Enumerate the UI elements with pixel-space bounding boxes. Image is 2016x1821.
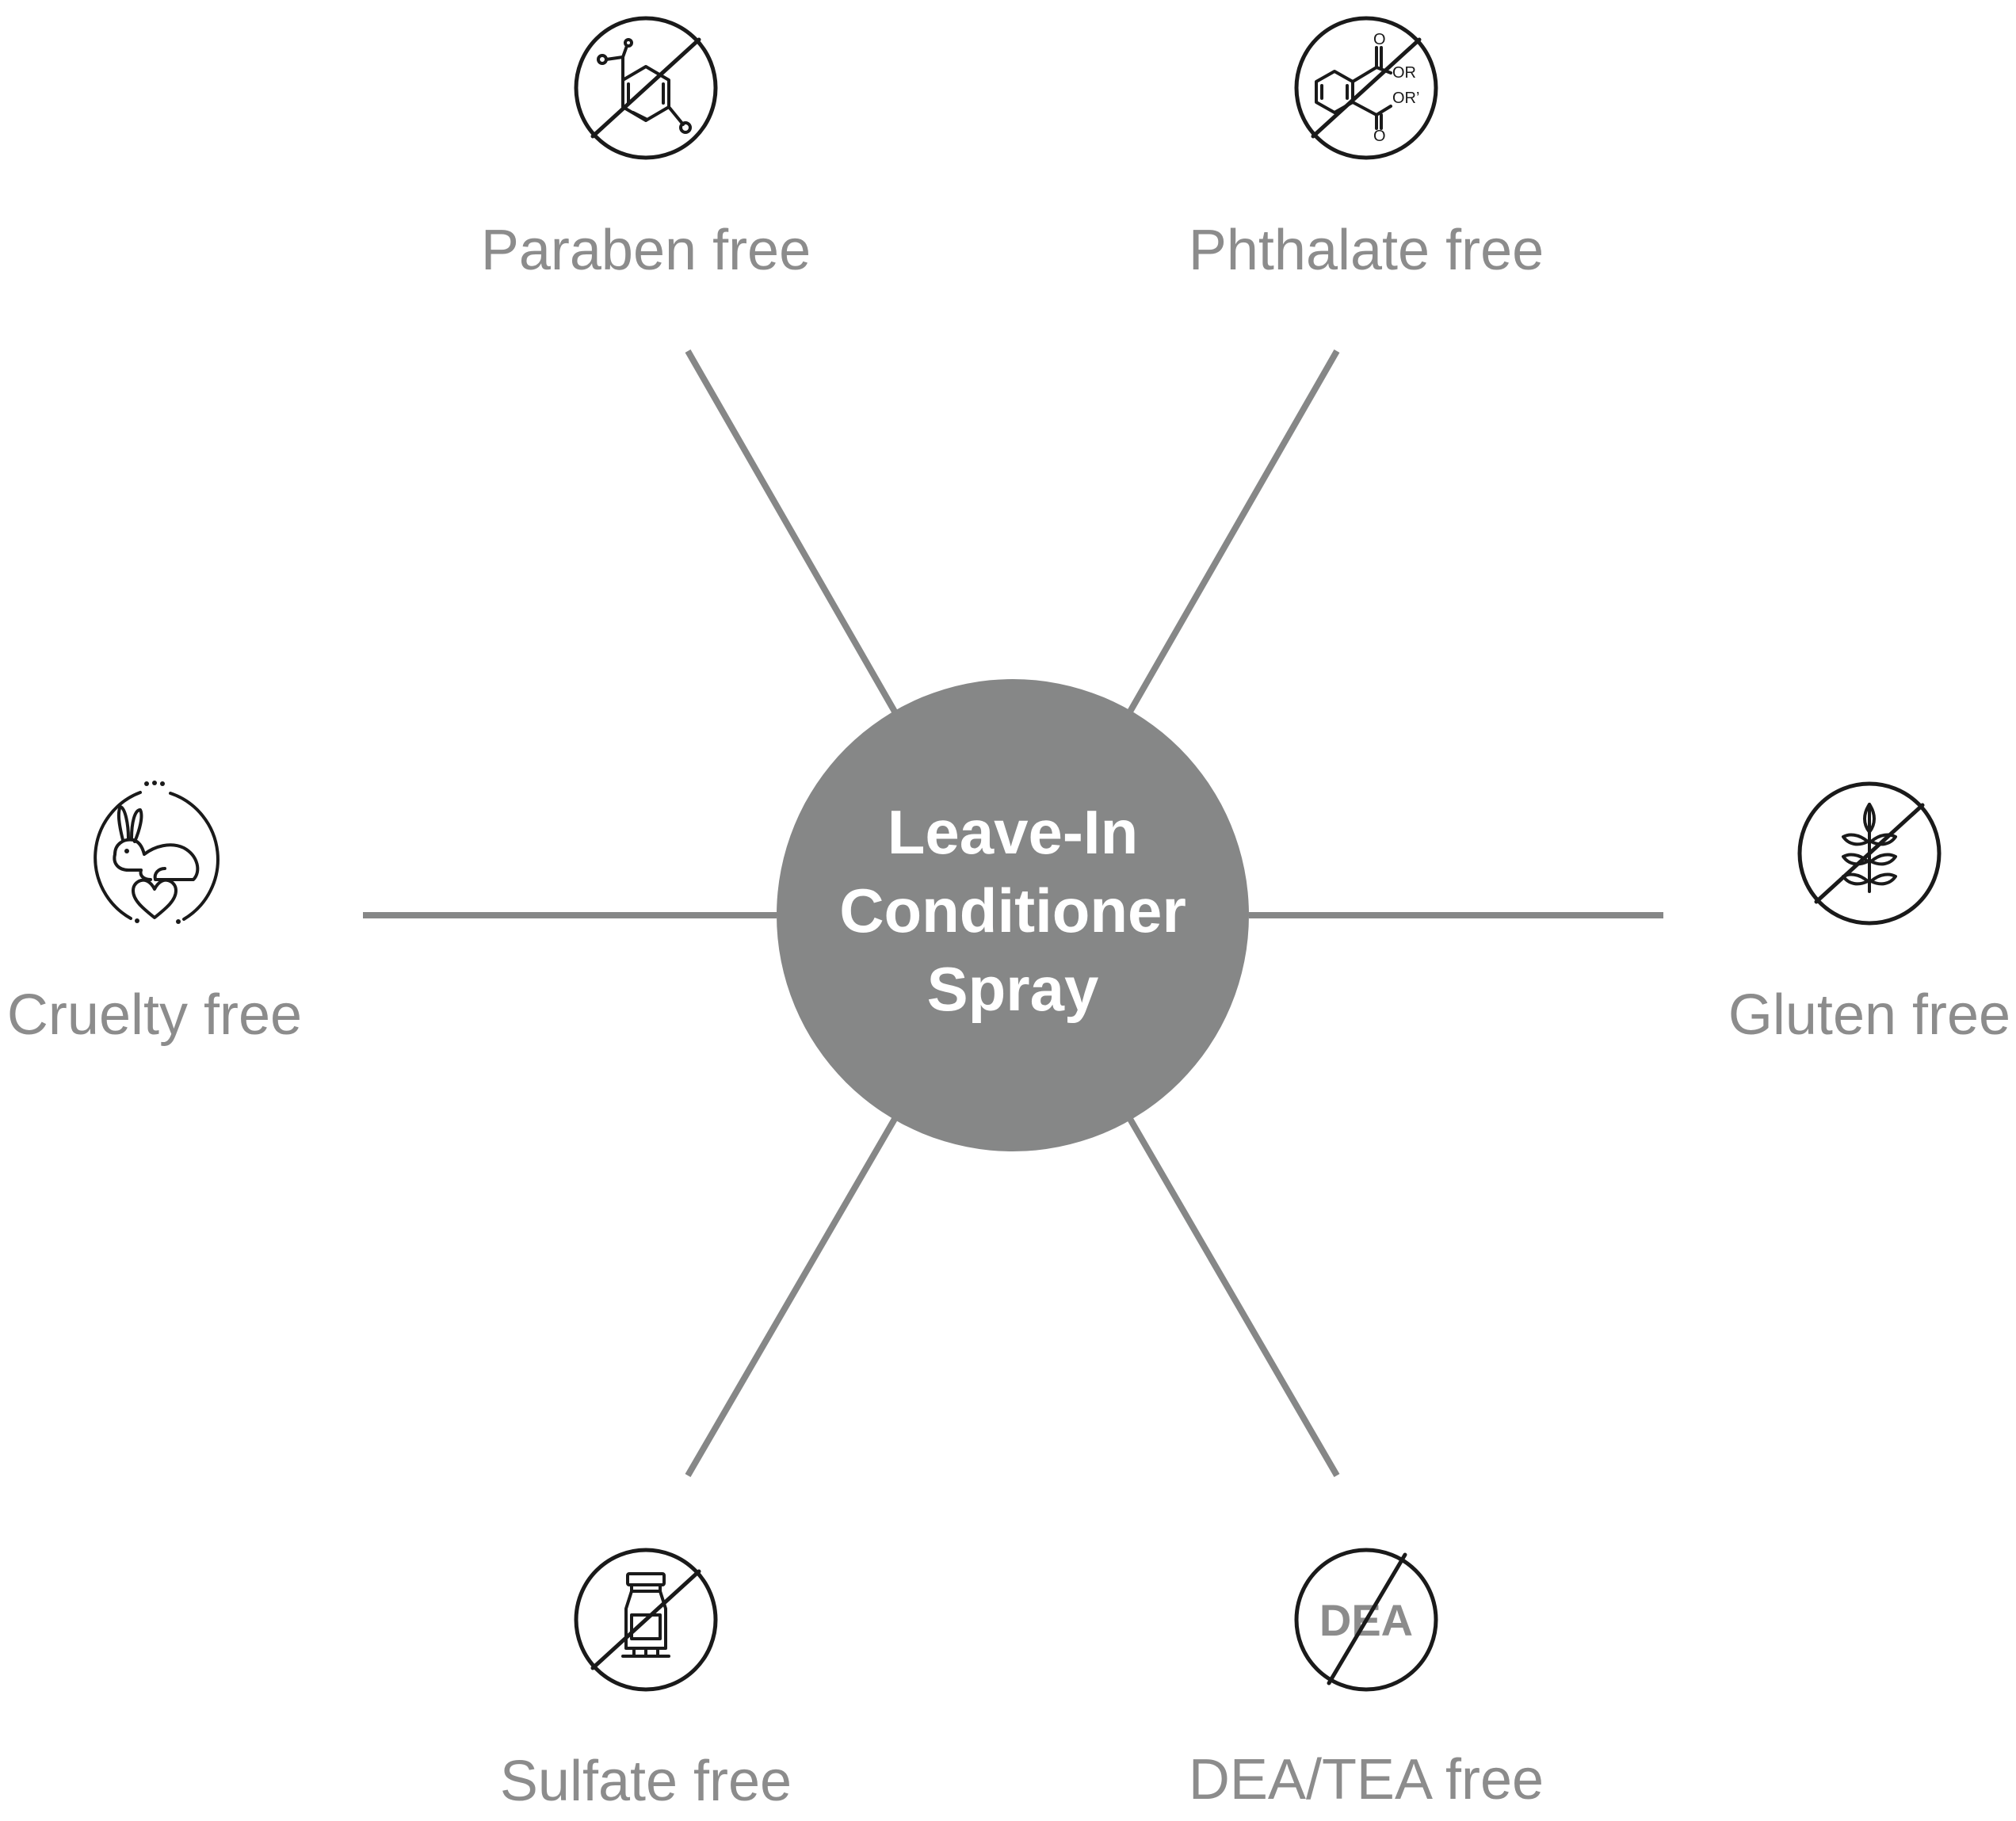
hub-title-line-3: Spray (927, 954, 1099, 1024)
cruelty-free-icon (94, 781, 220, 924)
spoke-paraben (685, 349, 898, 713)
hub-circle (777, 679, 1249, 1151)
label-dea: DEA/TEA free (1189, 1748, 1544, 1811)
spoke-dea (1127, 1117, 1340, 1478)
spoke-sulfate (685, 1117, 898, 1478)
hub-title-line-2: Conditioner (839, 876, 1186, 945)
feature-cruelty: Cruelty free (7, 781, 302, 1047)
dea-free-icon: DEA (1294, 1548, 1438, 1692)
center-hub: Leave-In Conditioner Spray (777, 679, 1249, 1151)
phthalate-group-bottom: OR’ (1392, 90, 1419, 107)
phthalate-free-icon: O OR OR’ O (1294, 16, 1438, 160)
label-paraben: Paraben free (481, 219, 811, 282)
label-cruelty: Cruelty free (7, 983, 302, 1047)
label-gluten: Gluten free (1728, 983, 2010, 1047)
spoke-phthalate (1127, 349, 1340, 713)
sulfate-free-icon (574, 1548, 718, 1692)
feature-phthalate: O OR OR’ O Phthalate free (1189, 16, 1544, 282)
phthalate-group-top: OR (1392, 64, 1416, 82)
label-phthalate: Phthalate free (1189, 219, 1544, 282)
feature-dea: DEA DEA/TEA free (1189, 1548, 1544, 1811)
paraben-free-icon (574, 16, 718, 160)
gluten-free-icon (1797, 781, 1942, 926)
feature-sulfate: Sulfate free (500, 1548, 792, 1813)
label-sulfate: Sulfate free (500, 1750, 792, 1813)
spokes (363, 349, 1663, 1478)
phthalate-oxygen-bottom: O (1373, 128, 1386, 145)
phthalate-oxygen-top: O (1373, 31, 1386, 48)
feature-gluten: Gluten free (1728, 781, 2010, 1047)
feature-paraben: Paraben free (481, 16, 811, 282)
hub-title-line-1: Leave-In (888, 797, 1138, 867)
